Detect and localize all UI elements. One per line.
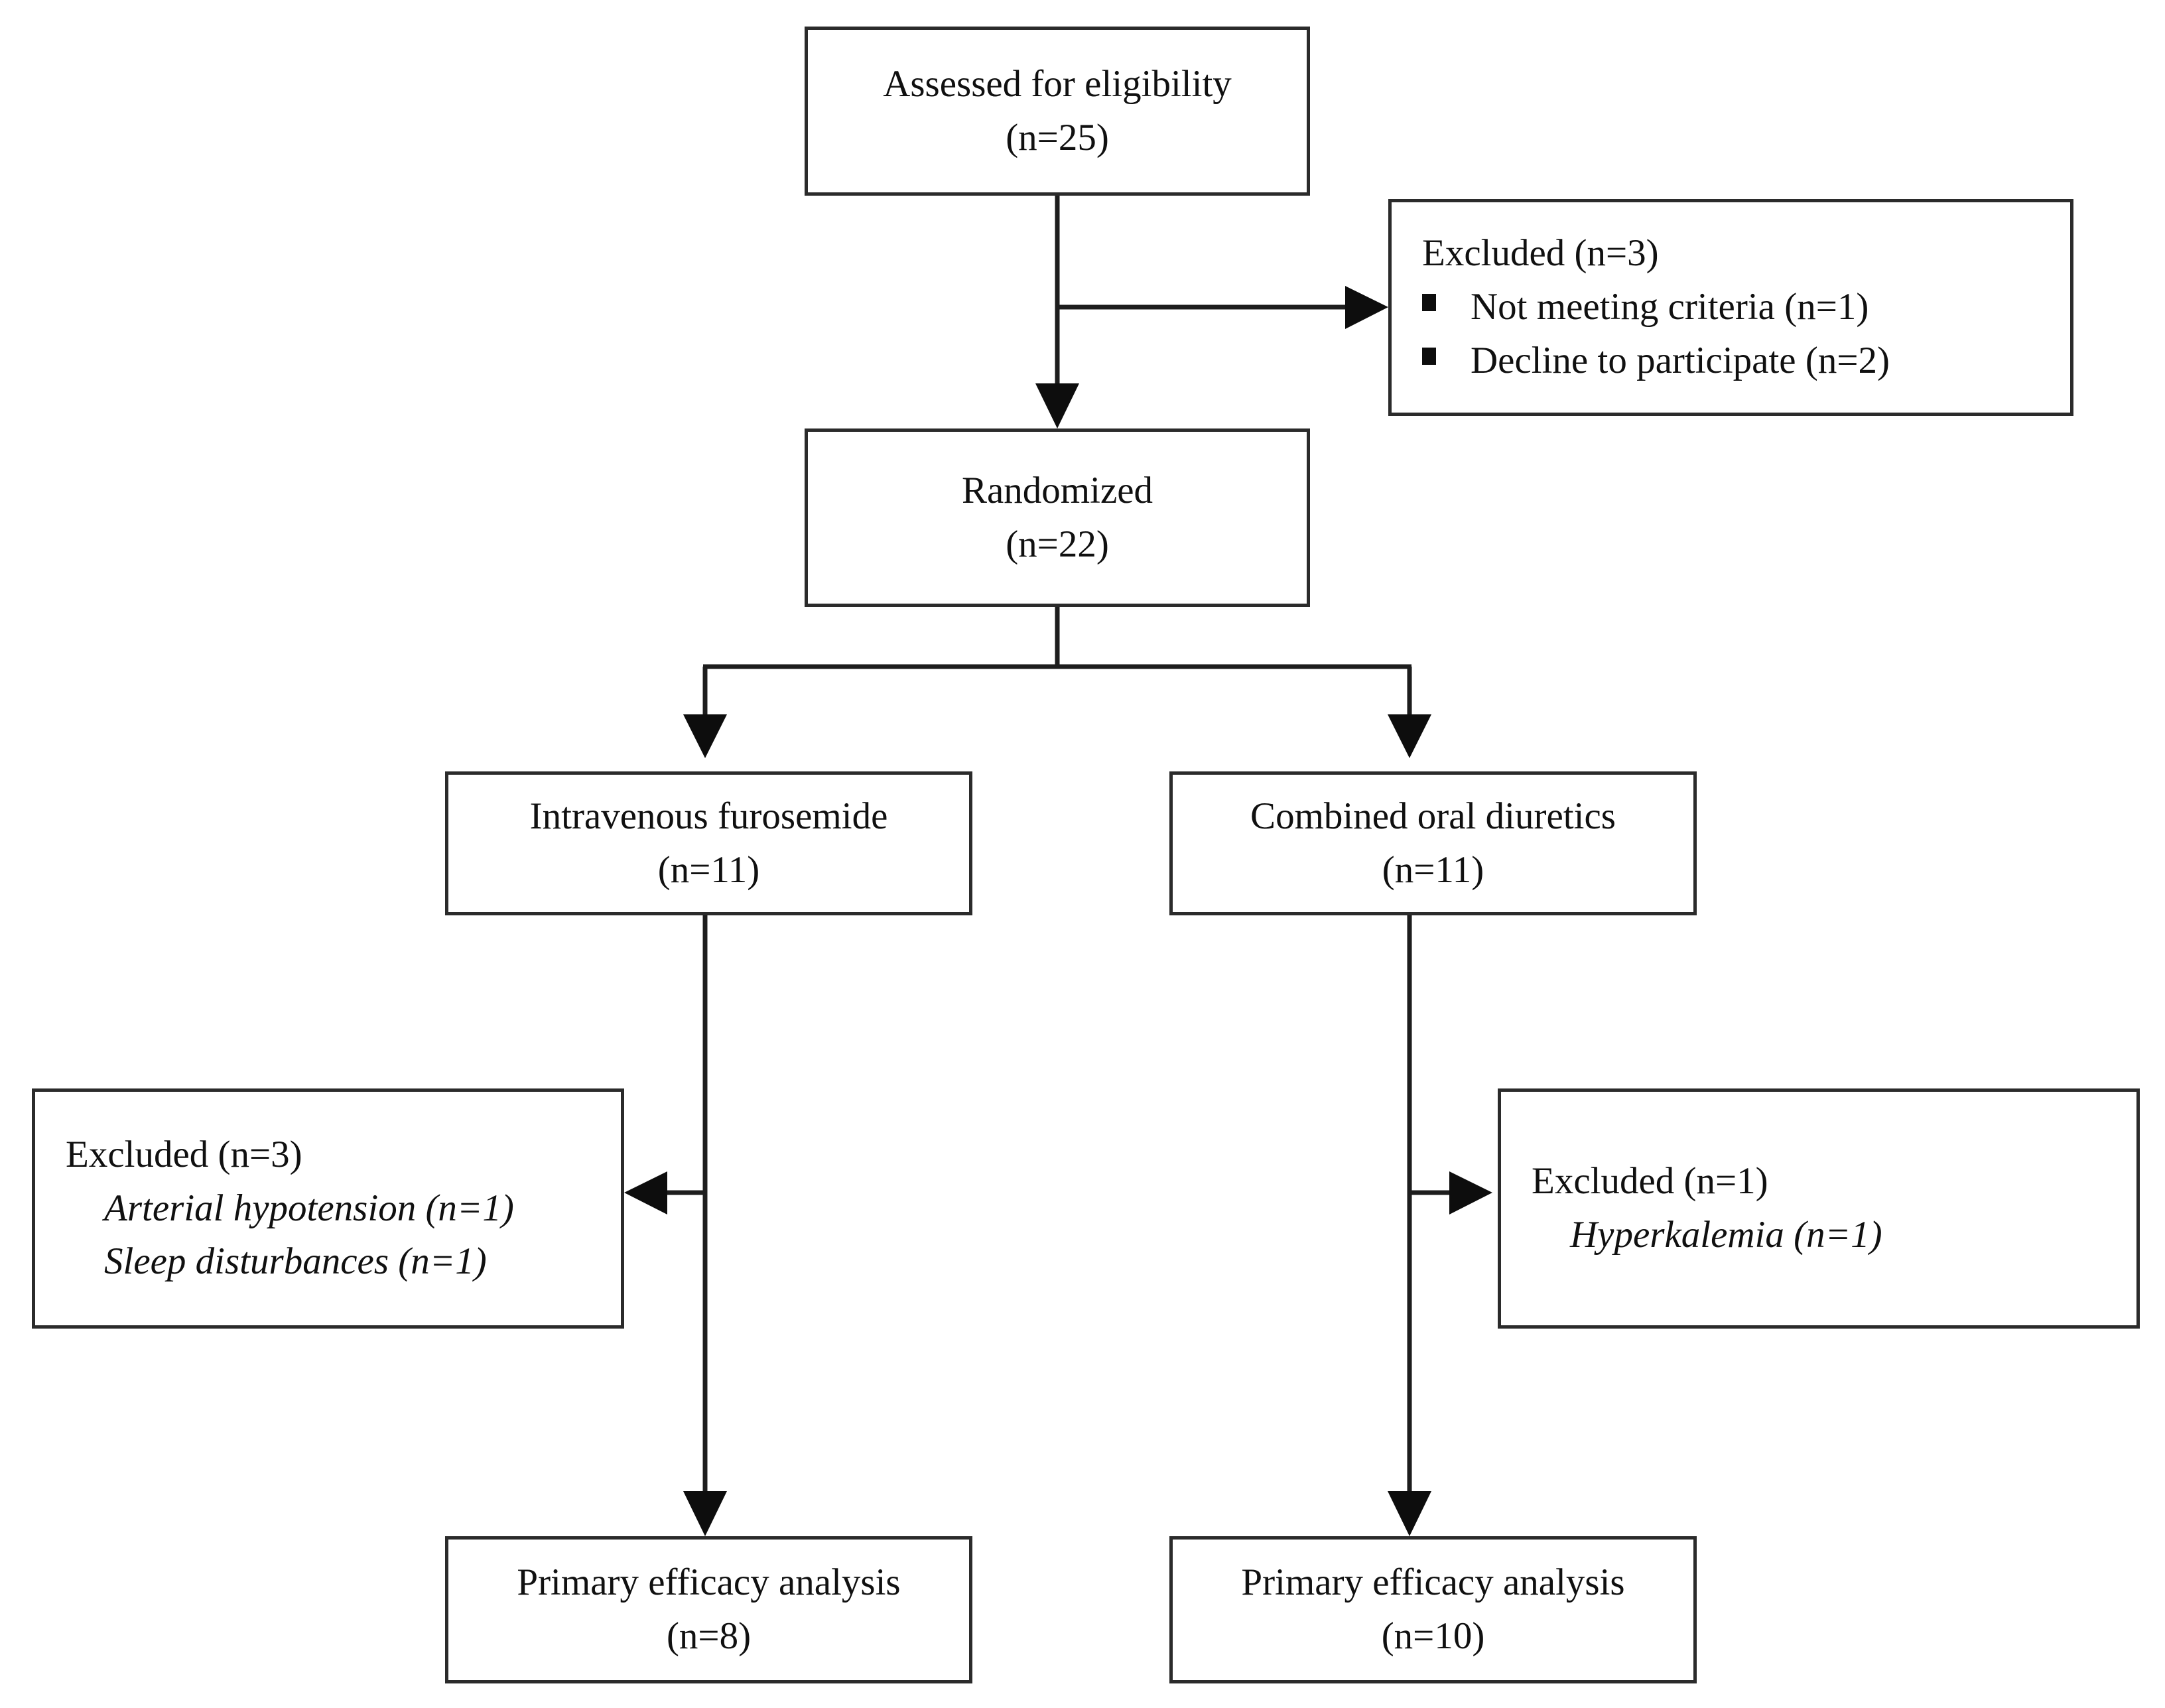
excluded-screening-item-1-label: Decline to participate (n=2) xyxy=(1471,339,1890,381)
node-arm-combined-oral-diuretics: Combined oral diuretics (n=11) xyxy=(1169,771,1697,915)
assessed-count: (n=25) xyxy=(1006,116,1109,159)
node-analysis-left: Primary efficacy analysis (n=8) xyxy=(445,1536,972,1683)
node-excluded-screening: Excluded (n=3) Not meeting criteria (n=1… xyxy=(1388,199,2073,416)
assessed-label: Assessed for eligibility xyxy=(883,62,1232,105)
arm-right-count: (n=11) xyxy=(1382,848,1484,891)
edge-armleft-to-excluded xyxy=(624,1171,705,1215)
bullet-square-icon xyxy=(1422,294,1436,312)
excluded-screening-heading: Excluded (n=3) xyxy=(1422,232,1659,275)
excluded-screening-item-0-label: Not meeting criteria (n=1) xyxy=(1471,286,1869,328)
edge-randomized-split xyxy=(683,607,1431,758)
excluded-left-heading: Excluded (n=3) xyxy=(66,1133,302,1175)
node-arm-intravenous-furosemide: Intravenous furosemide (n=11) xyxy=(445,771,972,915)
excluded-left-reason-0: Arterial hypotension (n=1) xyxy=(104,1187,514,1229)
randomized-label: Randomized xyxy=(961,469,1153,511)
bullet-square-icon xyxy=(1422,347,1436,365)
arm-left-count: (n=11) xyxy=(657,848,760,891)
node-randomized: Randomized (n=22) xyxy=(805,428,1310,607)
arm-left-label: Intravenous furosemide xyxy=(529,795,888,837)
edge-armright-to-analysis xyxy=(1388,915,1431,1536)
excluded-left-reason-1: Sleep disturbances (n=1) xyxy=(104,1240,487,1283)
analysis-right-label: Primary efficacy analysis xyxy=(1241,1561,1625,1604)
analysis-left-label: Primary efficacy analysis xyxy=(517,1561,901,1604)
excluded-screening-item-0: Not meeting criteria (n=1) xyxy=(1392,281,1869,334)
node-analysis-right: Primary efficacy analysis (n=10) xyxy=(1169,1536,1697,1683)
node-excluded-right-arm: Excluded (n=1) Hyperkalemia (n=1) xyxy=(1498,1088,2140,1329)
edge-armright-to-excluded xyxy=(1410,1171,1492,1215)
analysis-right-count: (n=10) xyxy=(1381,1615,1485,1657)
arm-right-label: Combined oral diuretics xyxy=(1250,795,1616,837)
edge-assessed-to-excluded-screening xyxy=(1057,286,1388,329)
excluded-right-heading: Excluded (n=1) xyxy=(1532,1160,1768,1203)
edge-assessed-to-randomized xyxy=(1035,196,1079,428)
randomized-count: (n=22) xyxy=(1006,523,1109,565)
node-assessed-for-eligibility: Assessed for eligibility (n=25) xyxy=(805,27,1310,196)
edge-armleft-to-analysis xyxy=(683,915,727,1536)
excluded-screening-item-1: Decline to participate (n=2) xyxy=(1392,334,1890,388)
analysis-left-count: (n=8) xyxy=(666,1615,752,1657)
node-excluded-left-arm: Excluded (n=3) Arterial hypotension (n=1… xyxy=(32,1088,624,1329)
excluded-right-reason-0: Hyperkalemia (n=1) xyxy=(1570,1214,1882,1256)
